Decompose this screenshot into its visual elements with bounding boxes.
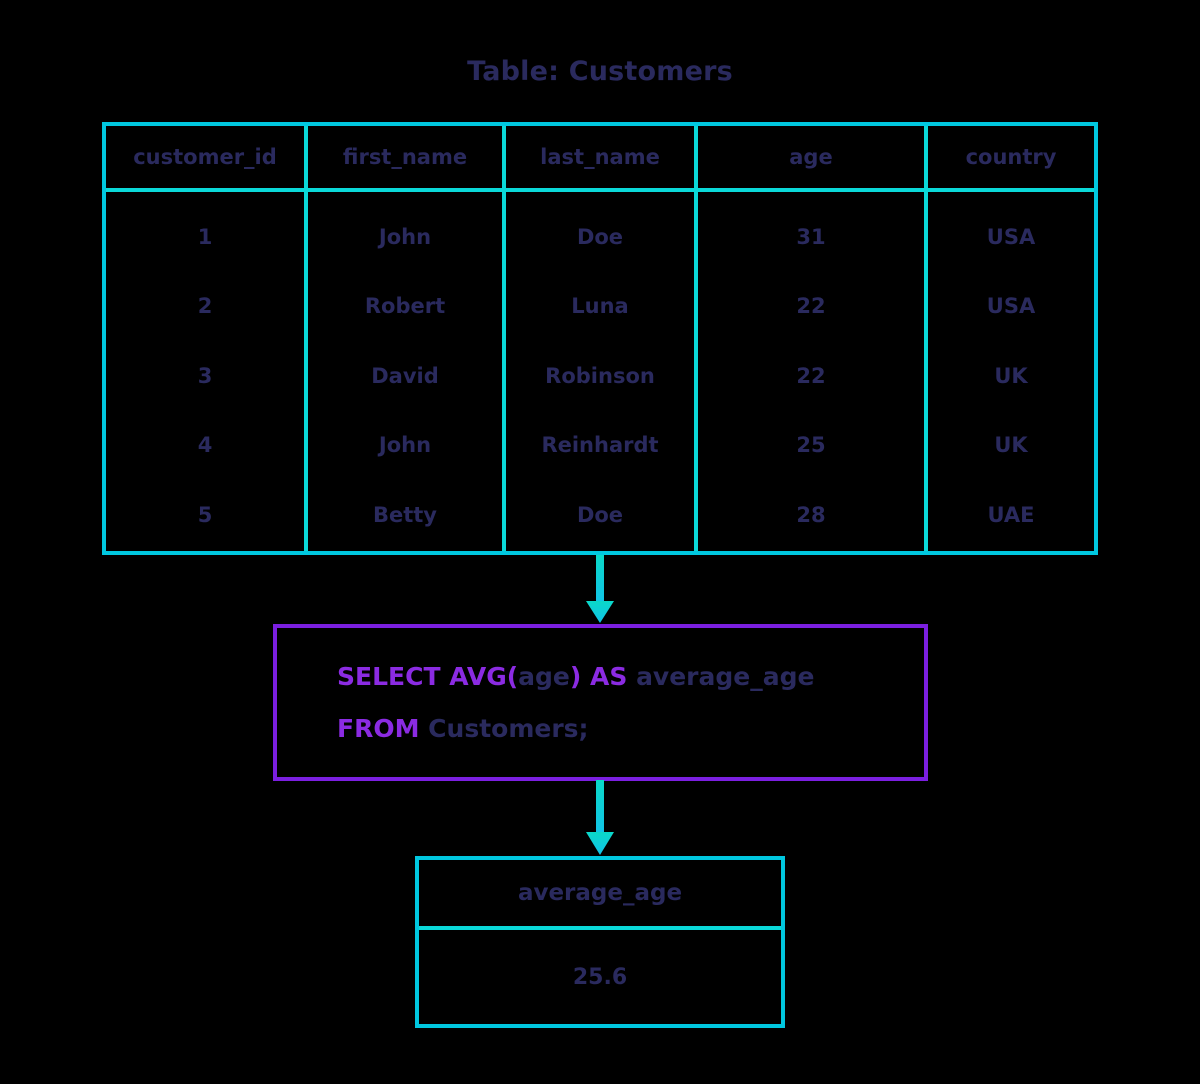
source-table-body: 1 2 3 4 5 John Robert David John Betty D… [106, 192, 1094, 551]
sql-line-2: FROM Customers; [337, 703, 924, 755]
cell: 1 [197, 224, 213, 249]
page-title: Table: Customers [467, 56, 733, 87]
sql-alias-average-age: average_age [636, 661, 815, 691]
header-col-first-name: first_name [304, 126, 502, 188]
column-header-age: age [789, 145, 833, 169]
cell: UK [994, 433, 1028, 458]
cell: USA [986, 224, 1036, 249]
body-col-customer-id: 1 2 3 4 5 [106, 192, 304, 551]
cell: 3 [197, 363, 213, 388]
body-col-first-name: John Robert David John Betty [304, 192, 502, 551]
cell: UAE [987, 502, 1035, 527]
sql-table-customers: Customers; [428, 713, 589, 743]
cell: UK [994, 363, 1028, 388]
column-header-country: country [965, 145, 1057, 169]
cell: 5 [197, 502, 213, 527]
body-col-country: USA USA UK UK UAE [924, 192, 1094, 551]
sql-line-1: SELECT AVG(age) AS average_age [337, 651, 924, 703]
cell: 4 [197, 433, 213, 458]
sql-keyword-from: FROM [337, 713, 429, 743]
column-header-last-name: last_name [540, 145, 660, 169]
cell: 25 [796, 433, 826, 458]
header-col-age: age [694, 126, 924, 188]
cell: Robert [364, 294, 446, 319]
cell: 2 [197, 294, 213, 319]
source-table-header-row: customer_id first_name last_name age cou… [106, 126, 1094, 192]
sql-query-box: SELECT AVG(age) AS average_age FROM Cust… [273, 624, 928, 781]
header-col-customer-id: customer_id [106, 126, 304, 188]
result-table: average_age 25.6 [415, 856, 785, 1028]
cell: Betty [372, 502, 437, 527]
cell: 28 [796, 502, 826, 527]
result-value: 25.6 [572, 964, 628, 990]
cell: Luna [571, 294, 629, 319]
cell: David [371, 363, 439, 388]
cell: 22 [796, 363, 826, 388]
cell: Reinhardt [541, 433, 659, 458]
cell: 22 [796, 294, 826, 319]
arrow-down-icon [586, 780, 614, 855]
source-table: customer_id first_name last_name age cou… [102, 122, 1098, 555]
sql-keyword-as: ) AS [569, 661, 637, 691]
column-header-customer-id: customer_id [133, 145, 277, 169]
sql-identifier-age: age [518, 661, 570, 691]
cell: John [378, 224, 432, 249]
sql-keyword-select-avg: SELECT AVG( [337, 661, 519, 691]
cell: 31 [796, 224, 826, 249]
cell: Doe [576, 502, 624, 527]
cell: USA [986, 294, 1036, 319]
body-col-last-name: Doe Luna Robinson Reinhardt Doe [502, 192, 694, 551]
result-column-header: average_age [419, 860, 781, 930]
cell: Doe [576, 224, 624, 249]
cell: Robinson [545, 363, 655, 388]
header-col-country: country [924, 126, 1094, 188]
column-header-first-name: first_name [342, 145, 468, 169]
cell: John [378, 433, 432, 458]
header-col-last-name: last_name [502, 126, 694, 188]
body-col-age: 31 22 22 25 28 [694, 192, 924, 551]
arrow-down-icon [586, 555, 614, 623]
